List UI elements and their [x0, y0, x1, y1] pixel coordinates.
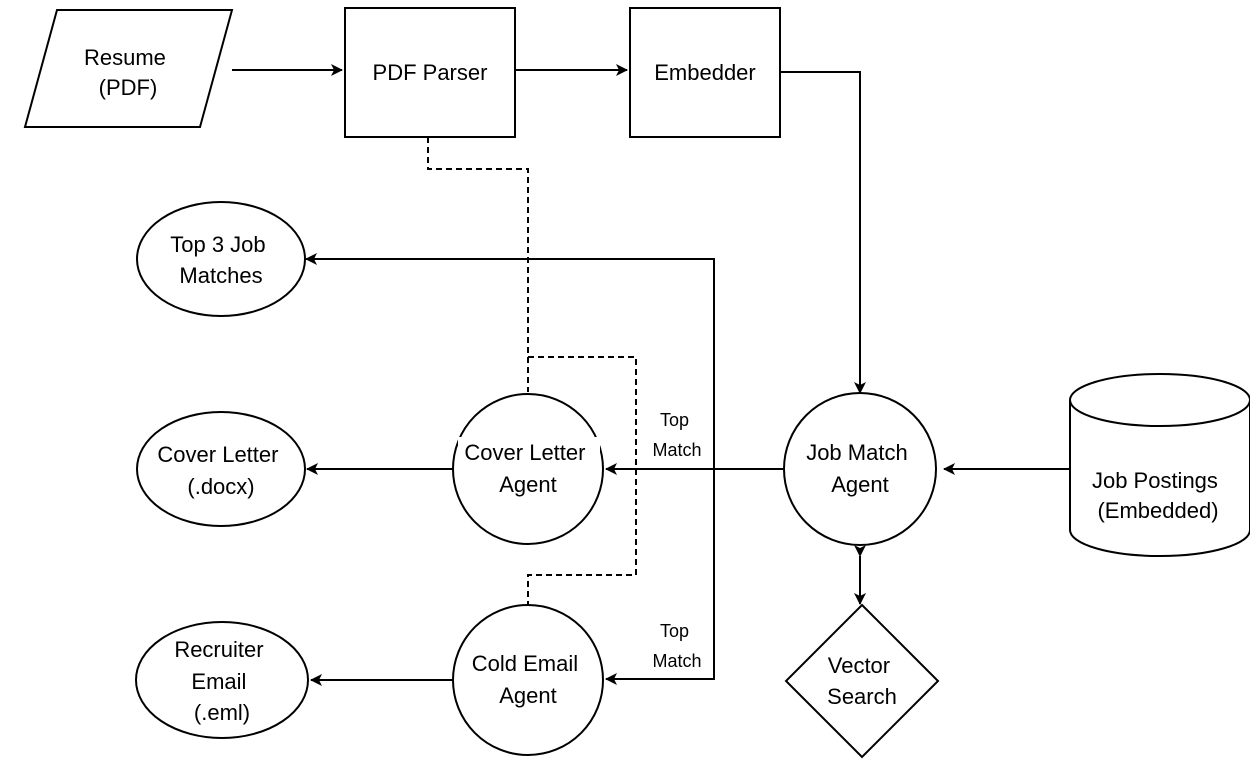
cold-email-agent-node-shape: [452, 604, 604, 756]
top3-label: Top 3 Job Matches: [170, 232, 272, 288]
recruiter-email-node-shape: [135, 621, 309, 739]
embedder-label: Embedder: [654, 60, 756, 85]
resume-label: Resume (PDF): [84, 45, 172, 100]
nodes: [23, 7, 1250, 759]
top3-node-shape: [136, 201, 306, 317]
edge-job-match-to-top3: [305, 253, 715, 469]
edges: [232, 64, 1070, 686]
node-labels: Resume (PDF) PDF Parser Embedder Top 3 J…: [84, 45, 1224, 725]
dashed-cover-letter-to-cold-email-agent: [527, 356, 637, 607]
vector-search-node-shape: [784, 603, 940, 759]
cold-email-agent-label: Cold Email Agent: [472, 651, 585, 708]
cover-letter-agent-node-shape: [452, 393, 604, 545]
edge-label-top-match-cover: Top Match: [652, 410, 701, 460]
job-postings-label: Job Postings (Embedded): [1092, 468, 1224, 523]
job-match-agent-node-shape: [783, 392, 937, 546]
edge-label-top-match-email: Top Match: [652, 621, 701, 671]
cover-letter-doc-node-shape: [136, 411, 306, 527]
cover-letter-doc-label: Cover Letter (.docx): [157, 442, 284, 499]
dashed-pdf-parser-to-cover-letter-agent: [427, 137, 529, 392]
edge-job-match-to-cold-email-agent: [605, 469, 715, 685]
pdf-parser-node-shape: [344, 7, 516, 138]
cover-letter-agent-label: Cover Letter Agent: [464, 440, 591, 497]
recruiter-email-label: Recruiter Email (.eml): [174, 637, 269, 725]
embedder-node-shape: [629, 7, 781, 138]
job-match-agent-label: Job Match Agent: [806, 440, 914, 497]
vector-search-label: Vector Search: [827, 653, 897, 709]
edge-embedder-to-job-match-agent: [780, 71, 866, 394]
job-postings-node-shape: [1069, 373, 1250, 557]
resume-node-shape: [23, 9, 234, 128]
edge-labels: Top Match Top Match: [652, 410, 701, 671]
pdf-parser-label: PDF Parser: [373, 60, 488, 85]
edge-label-backgrounds: [458, 407, 710, 671]
